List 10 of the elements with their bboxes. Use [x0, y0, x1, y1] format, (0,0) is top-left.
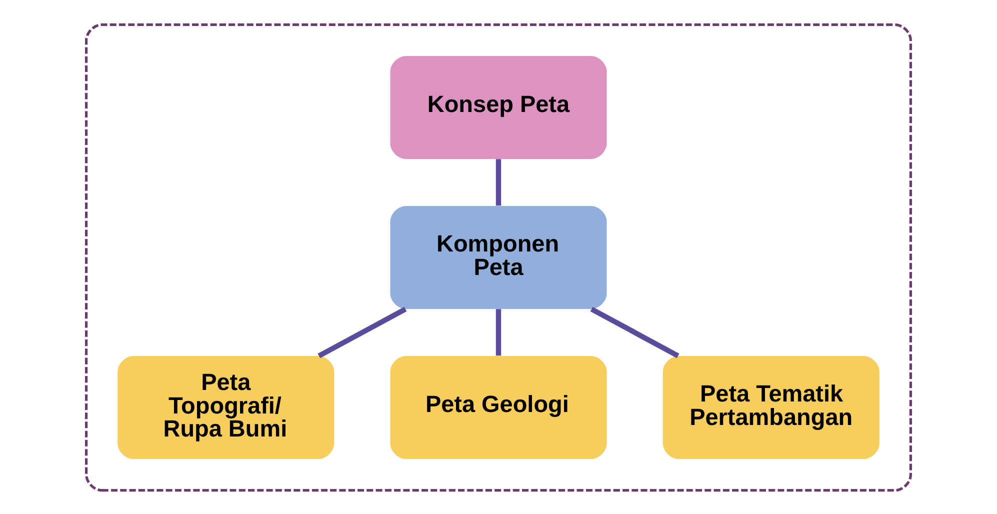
connector [590, 306, 680, 358]
connector [318, 306, 407, 358]
cluster [84, 22, 912, 492]
node-box: Komponen Peta [390, 205, 607, 309]
node-box: Peta Geologi [390, 355, 607, 459]
node-box: Peta Tematik Pertambangan [662, 355, 880, 459]
connector [496, 308, 502, 356]
node-box: Peta Topografi/ Rupa Bumi [118, 355, 334, 459]
node-box: Konsep Peta [390, 55, 607, 159]
connector [496, 158, 502, 206]
